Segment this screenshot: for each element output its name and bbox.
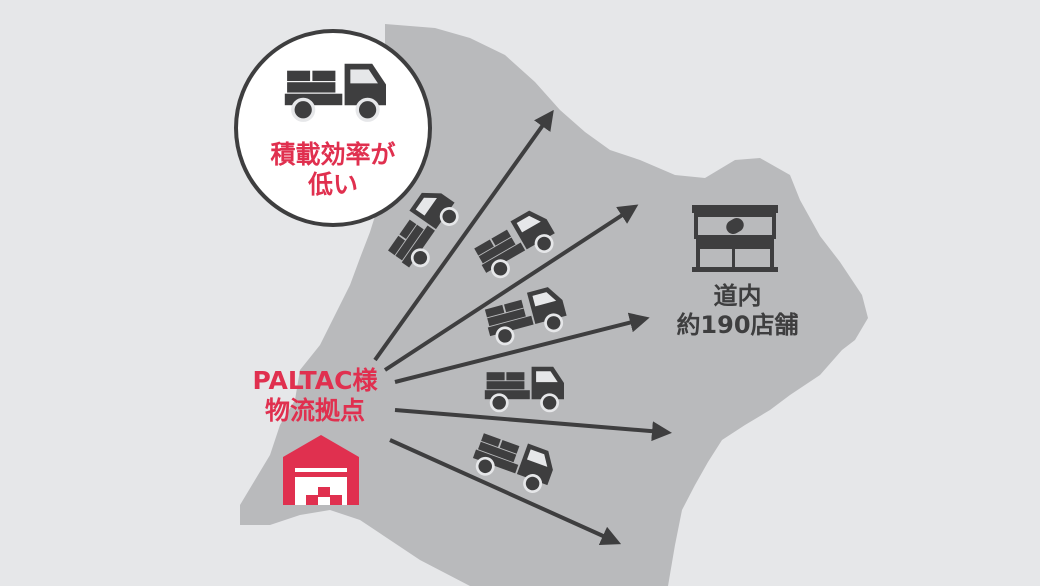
arrow-3	[394, 312, 650, 384]
store-icon	[692, 205, 778, 272]
arrow-1	[373, 109, 554, 362]
stores-line-2: 約190店舗	[676, 310, 799, 339]
arrow-2	[383, 204, 639, 372]
stores-label: 道内 約190店舗	[655, 282, 820, 340]
depot-line-2: 物流拠点	[264, 396, 365, 425]
callout-label: 積載効率が 低い	[238, 140, 428, 200]
delivery-arrows	[373, 109, 672, 546]
depot-label: PALTAC様 物流拠点	[240, 366, 390, 426]
warehouse-icon	[283, 435, 359, 505]
callout-line-2: 低い	[307, 170, 358, 199]
stores-line-1: 道内	[713, 282, 762, 310]
arrow-5	[389, 438, 622, 546]
arrow-4	[394, 408, 672, 442]
callout-line-1: 積載効率が	[270, 140, 396, 169]
depot-line-1: PALTAC様	[252, 366, 378, 395]
